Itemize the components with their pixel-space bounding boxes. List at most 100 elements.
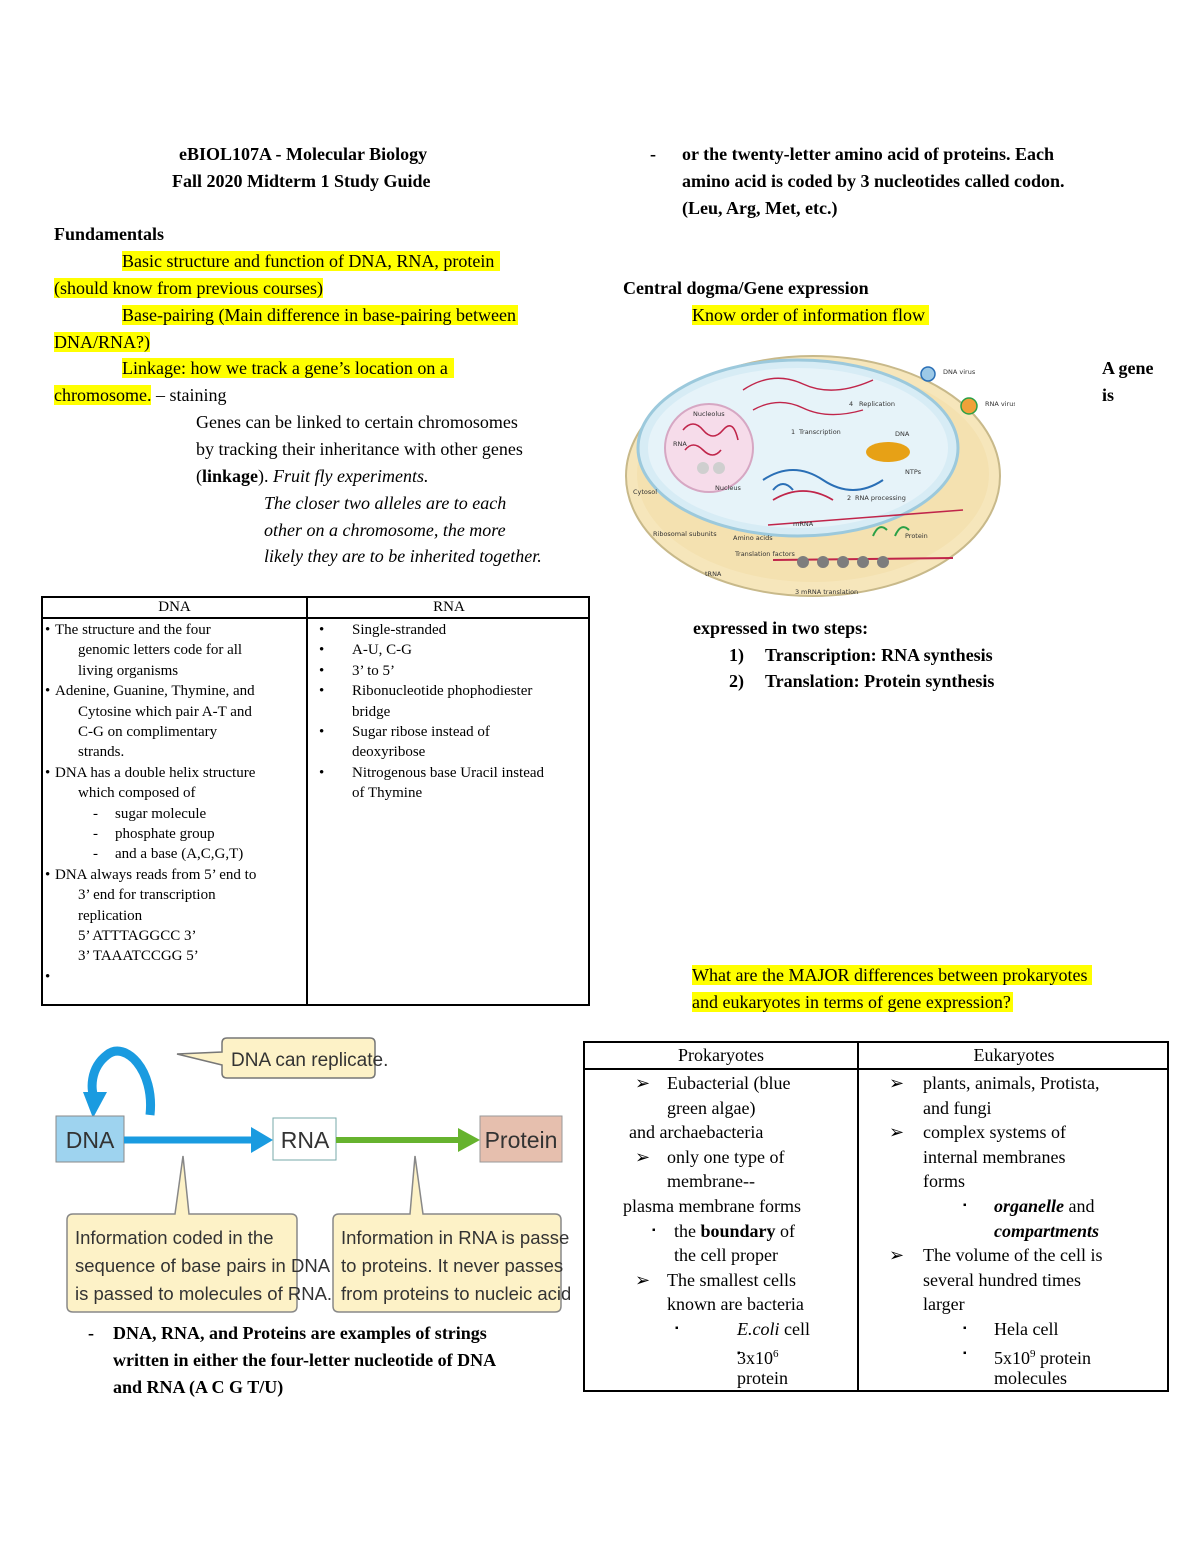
dna-list-item: 3’ TAAATCCGG 5’ — [78, 948, 199, 965]
step-2-text: Translation: Protein synthesis — [765, 671, 995, 691]
central-dogma-subheading: Know order of information flow — [623, 302, 929, 329]
prok-euk-table: Prokaryotes Eukaryotes ➢Eubacterial (blu… — [583, 1041, 1169, 1392]
dna-to-rna-arrowhead — [251, 1127, 273, 1153]
label-rna-virus: RNA virus — [985, 400, 1015, 408]
dna-box — [55, 1115, 125, 1163]
rna-list-item: 3’ to 5’ — [352, 662, 396, 679]
label-translation-factors: Translation factors — [734, 550, 796, 558]
rna-list-item: Ribonucleotide phophodiester — [352, 683, 533, 700]
euk-list-item: The volume of the cell is — [923, 1245, 1103, 1266]
bullet-icon: • — [319, 764, 325, 781]
right-callout-bubble — [332, 1155, 562, 1313]
euk-list-item: molecules — [994, 1368, 1067, 1389]
label-step-4: 4 — [849, 400, 853, 408]
label-mrna: mRNA — [793, 520, 814, 528]
protein-box — [479, 1115, 563, 1163]
euk-list-item: several hundred times — [923, 1269, 1081, 1290]
fundamentals-item-structure: Basic structure and function of DNA, RNA… — [54, 248, 501, 275]
arrow-bullet-icon: ➢ — [889, 1122, 905, 1143]
bullet-icon: • — [319, 683, 325, 700]
fundamentals-item-linkage-cont: chromosome. – staining — [54, 385, 227, 405]
prok-list-item: only one type of — [667, 1146, 785, 1167]
amino-acid-line2: amino acid is coded by 3 nucleotides cal… — [682, 171, 1065, 191]
dna-list-item: Adenine, Guanine, Thymine, and — [55, 683, 255, 700]
right-callout-line3: from proteins to nucleic acids. — [341, 1283, 570, 1304]
dna-column-header: DNA — [158, 599, 191, 615]
dna-list-item: and a base (A,C,G,T) — [115, 846, 244, 863]
label-rna: RNA — [673, 440, 687, 448]
euk-list-item: larger — [923, 1294, 965, 1315]
amino-acid-line3: (Leu, Arg, Met, etc.) — [682, 198, 838, 218]
linkage-text-2: by tracking their inheritance with other… — [196, 439, 523, 459]
dna-list-item: which composed of — [78, 785, 196, 802]
prok-list-item: and archaebacteria — [629, 1122, 764, 1143]
rna-list-item: of Thymine — [352, 785, 423, 802]
label-ribosomal-subunits: Ribosomal subunits — [653, 530, 717, 538]
label-replication: Replication — [859, 400, 895, 408]
rna-list-item: A-U, C-G — [352, 642, 412, 659]
prokaryotes-header: Prokaryotes — [678, 1045, 764, 1065]
fundamentals-heading: Fundamentals — [54, 224, 165, 244]
euk-list-item: plants, animals, Protista, — [923, 1073, 1100, 1093]
dna-list-item: phosphate group — [115, 826, 215, 842]
label-nucleolus: Nucleolus — [693, 410, 725, 418]
label-ntps: NTPs — [905, 468, 922, 476]
bullet-icon: • — [319, 724, 325, 740]
dash-bullet: - — [93, 805, 98, 822]
dna-box-label: DNA — [66, 1127, 115, 1153]
strings-note-line1: DNA, RNA, and Proteins are examples of s… — [113, 1323, 487, 1343]
left-callout-line3: is passed to molecules of RNA. — [75, 1283, 332, 1304]
rna-list-item: Nitrogenous base Uracil instead — [352, 764, 545, 781]
prok-list-item: the cell proper — [674, 1245, 778, 1266]
fundamentals-item-basepairing-cont: DNA/RNA?) — [54, 332, 150, 352]
rna-list-item: Sugar ribose instead of — [352, 724, 490, 740]
bullet-icon: • — [319, 662, 325, 679]
alleles-note-2: other on a chromosome, the more — [264, 520, 506, 540]
left-callout-line1: Information coded in the — [75, 1227, 274, 1248]
rna-list-item: Single-stranded — [352, 622, 447, 638]
euk-list-item: 5x109 protein — [994, 1347, 1091, 1368]
document-subtitle: Fall 2020 Midterm 1 Study Guide — [172, 171, 431, 191]
dna-list-item: DNA always reads from 5’ end to — [55, 866, 257, 883]
replicate-callout-text: DNA can replicate. — [231, 1050, 388, 1071]
rna-box-label: RNA — [281, 1127, 330, 1153]
linkage-text-3: (linkage). Fruit fly experiments. — [196, 466, 429, 486]
step-1-text: Transcription: RNA synthesis — [765, 645, 993, 665]
alleles-note-1: The closer two alleles are to each — [264, 493, 507, 513]
fundamentals-item-basepairing: Base-pairing (Main difference in base-pa… — [122, 305, 519, 325]
dna-list-item: Cytosine which pair A-T and — [78, 703, 252, 720]
replication-loop-arrowhead — [83, 1092, 107, 1118]
strings-note-line2: written in either the four-letter nucleo… — [113, 1350, 497, 1370]
arrow-bullet-icon: ➢ — [635, 1269, 651, 1290]
rna-list-item: bridge — [352, 703, 391, 720]
dna-list-item: 5’ ATTTAGGCC 3’ — [78, 928, 197, 944]
dna-list-item: C-G on complimentary — [78, 724, 218, 740]
rna-virus-icon — [960, 397, 978, 415]
amino-acid-dash: - — [650, 144, 656, 164]
dna-list-item: DNA has a double helix structure — [55, 764, 256, 781]
prok-list-item: protein — [737, 1368, 788, 1389]
label-trna: tRNA — [705, 570, 722, 578]
right-callout-line1: Information in RNA is passed — [341, 1227, 570, 1248]
label-transcription: Transcription — [798, 428, 841, 436]
fundamentals-item-linkage: Linkage: how we track a gene’s location … — [54, 355, 454, 382]
label-cytosol: Cytosol — [633, 488, 657, 496]
rna-to-protein-arrowhead — [458, 1128, 480, 1152]
linkage-text-1: Genes can be linked to certain chromosom… — [196, 412, 518, 432]
label-step-1: 1 — [791, 428, 795, 436]
bullet-icon: • — [45, 622, 51, 638]
dna-list-item: sugar molecule — [115, 805, 207, 822]
dna-list-item: genomic letters code for all — [78, 642, 243, 659]
protein-box-label: Protein — [485, 1127, 558, 1153]
dash-bullet: - — [93, 826, 98, 842]
euk-list-item: organelle and — [994, 1196, 1095, 1216]
label-amino-acids: Amino acids — [733, 534, 773, 542]
euk-list-item: complex systems of — [923, 1122, 1066, 1143]
rna-column-header: RNA — [433, 599, 465, 615]
prok-list-item: The smallest cells — [667, 1269, 796, 1290]
label-dna: DNA — [895, 430, 910, 438]
bullet-icon: • — [45, 683, 51, 700]
euk-list-item: forms — [923, 1171, 965, 1192]
prok-list-item: Eubacterial (blue — [667, 1073, 791, 1093]
document-title: eBIOL107A - Molecular Biology — [179, 144, 428, 164]
